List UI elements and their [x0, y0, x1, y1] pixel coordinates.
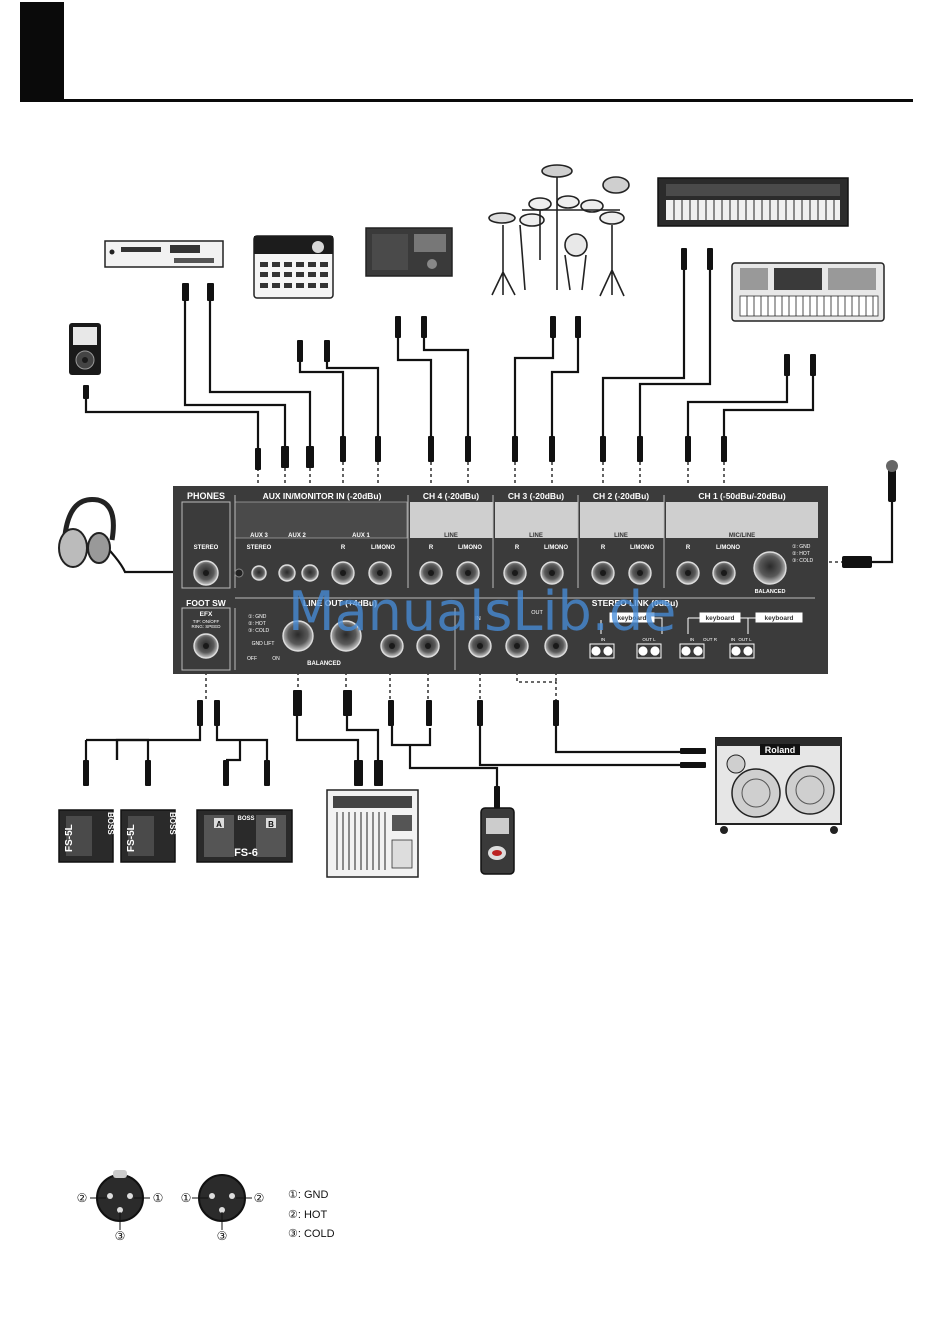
pedal1-brand: BOSS: [106, 812, 115, 835]
foot-pedal-fs6: A B BOSS FS-6: [196, 809, 293, 863]
xlr-pin-legend: ② ① ③ ① ② ③ ①: GND ②: HOT ③: COLD: [77, 1170, 335, 1243]
stereolink-in-label: IN: [475, 616, 481, 622]
ch4-lmono-label: L/MONO: [458, 545, 482, 551]
gndlift-off-label: OFF: [247, 656, 257, 662]
pedal2-brand: BOSS: [168, 812, 177, 835]
lineout-balanced-label: BALANCED: [307, 661, 341, 667]
ch4-label: CH 4 (-20dBu): [423, 491, 479, 501]
pedal2-model: FS-5L: [126, 824, 137, 852]
amp-brand: Roland: [765, 745, 796, 755]
ch2-lmono-label: L/MONO: [630, 545, 654, 551]
footsw-label: FOOT SW: [186, 598, 227, 608]
ch3-label: CH 3 (-20dBu): [508, 491, 564, 501]
watermark: ManualsLib.de: [288, 580, 677, 643]
gndlift-label: GND LIFT: [252, 641, 275, 647]
efx-label: EFX: [200, 611, 213, 618]
ch4-r-label: R: [429, 545, 434, 551]
recorder-device: [365, 227, 453, 277]
ch1-pin1-label: ①: GND: [792, 544, 811, 550]
keyboard-amplifier-device: Roland: [715, 737, 842, 834]
headphones-device: [58, 496, 116, 568]
pedal3-a: A: [216, 820, 222, 829]
efx-tip-label: TIP: ON/OFF: [193, 619, 220, 624]
aux1-label: AUX 1: [352, 533, 370, 539]
aux3-stereo-label: STEREO: [247, 545, 272, 551]
link-in2-label: IN: [690, 637, 695, 642]
mixer-device: [326, 789, 419, 878]
synthesizer-device: [657, 177, 849, 227]
ch3-line-label: LINE: [529, 533, 543, 539]
ch2-r-label: R: [601, 545, 606, 551]
legend-gnd: ①: GND: [288, 1189, 328, 1201]
xlr-male-pin2-marker: ②: [254, 1191, 265, 1205]
stereolink-out-label: OUT: [531, 610, 543, 616]
gndlift-on-label: ON: [272, 656, 280, 662]
ch1-lmono-label: L/MONO: [716, 545, 740, 551]
aux-monitor-label: AUX IN/MONITOR IN (-20dBu): [263, 491, 382, 501]
chapter-tab-block: [20, 2, 64, 102]
link-out3-label: OUT L: [738, 637, 752, 642]
cables: [84, 268, 894, 790]
portable-recorder-device: [480, 807, 515, 875]
pedal3-brand: BOSS: [237, 816, 254, 822]
xlr-female-pin1-marker: ①: [153, 1191, 164, 1205]
xlr-female-pin3-marker: ③: [115, 1229, 126, 1243]
aux1-lmono-label: L/MONO: [371, 545, 395, 551]
legend-hot: ②: HOT: [288, 1209, 327, 1221]
foot-pedal-fs5l-1: FS-5L BOSS: [58, 809, 115, 863]
xlr-male-pin1-marker: ①: [181, 1191, 192, 1205]
foot-pedal-fs5l-2: FS-5L BOSS: [120, 809, 177, 863]
keyboard-workstation-device: [731, 262, 885, 322]
ipod-device: [69, 323, 101, 375]
rhythm-machine-device: [253, 235, 334, 299]
link-outr-label: OUT R: [703, 637, 718, 642]
ch4-line-label: LINE: [444, 533, 458, 539]
pedal1-model: FS-5L: [64, 824, 75, 852]
ch1-label: CH 1 (-50dBu/-20dBu): [698, 491, 786, 501]
lineout-gnd-label: ①: GND: [248, 614, 267, 620]
link-in-label: IN: [601, 637, 606, 642]
xlr-male-pin3-marker: ③: [217, 1229, 228, 1243]
link-in3-label: IN: [731, 637, 736, 642]
lineout-cold-label: ③: COLD: [248, 628, 270, 634]
pedal3-model: FS-6: [234, 847, 258, 859]
stereolink-label: STEREO LINK (0dBu): [592, 598, 679, 608]
aux1-r-label: R: [341, 545, 346, 551]
ch1-pin3-label: ③: COLD: [792, 558, 814, 564]
drum-kit-device: [488, 164, 630, 297]
aux2-label: AUX 2: [288, 533, 306, 539]
pedal3-b: B: [268, 820, 274, 829]
ch1-micline-label: MIC/LINE: [729, 533, 755, 539]
ch2-line-label: LINE: [614, 533, 628, 539]
phones-stereo-label: STEREO: [194, 545, 219, 551]
efx-ring-label: RING: SPEED: [191, 624, 221, 629]
keyboard-link-2-label: keyboard: [706, 615, 735, 622]
link-outl-label: OUT L: [642, 637, 656, 642]
ch1-balanced-label: BALANCED: [755, 589, 786, 595]
ch1-r-label: R: [686, 545, 691, 551]
legend-cold: ③: COLD: [288, 1228, 335, 1240]
ch3-r-label: R: [515, 545, 520, 551]
aux3-label: AUX 3: [250, 533, 268, 539]
ch2-label: CH 2 (-20dBu): [593, 491, 649, 501]
cd-player-device: [104, 240, 224, 268]
header-rule: [20, 99, 913, 102]
rear-panel: PHONES AUX IN/MONITOR IN (-20dBu) CH 4 (…: [173, 486, 828, 674]
ch3-lmono-label: L/MONO: [544, 545, 568, 551]
xlr-female-pin2-marker: ②: [77, 1191, 88, 1205]
ch1-pin2-label: ②: HOT: [792, 551, 810, 557]
phones-label: PHONES: [187, 491, 225, 501]
lineout-label: LINE OUT (+4dBu): [303, 598, 377, 608]
keyboard-link-3-label: keyboard: [765, 615, 794, 622]
keyboard-link-1-label: keyboard: [618, 615, 647, 622]
lineout-hot-label: ②: HOT: [248, 621, 266, 627]
